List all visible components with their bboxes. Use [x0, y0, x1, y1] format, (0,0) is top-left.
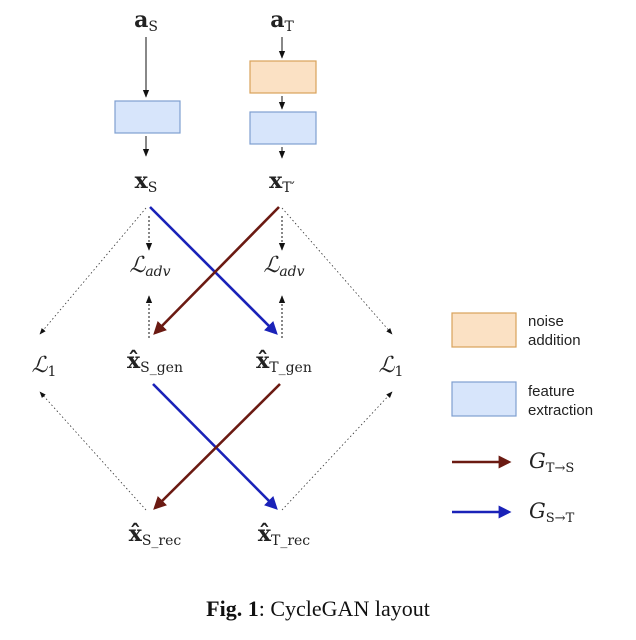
g-st-arrow-xsgen-to-xtrec — [152, 383, 278, 510]
legend: noise addition feature extraction GT→S G… — [451, 312, 593, 526]
node-l-adv-t: ℒadv — [263, 253, 304, 280]
node-xt-gen: x̂T_gen — [256, 348, 312, 376]
node-l-adv-s: ℒadv — [129, 253, 170, 280]
figure-caption: Fig. 1: CycleGAN layout — [0, 596, 636, 622]
node-l1-left: ℒ1 — [32, 353, 57, 380]
legend-feature-swatch — [451, 381, 517, 417]
node-xt-rec: x̂T_rec — [258, 521, 310, 549]
noise-addition-box — [249, 60, 317, 94]
g-ts-arrow-xt-to-xsgen — [153, 206, 280, 335]
legend-feature-label-2: extraction — [528, 402, 593, 419]
node-xs-rec: x̂S_rec — [129, 521, 182, 549]
node-l1-right: ℒ1 — [379, 353, 404, 380]
dotted-xtrec-to-l1-right — [281, 391, 393, 511]
dotted-xsrec-to-l1-left — [39, 391, 147, 511]
legend-g-ts-label: GT→S — [529, 449, 574, 476]
legend-feature-label-1: feature — [528, 383, 575, 400]
feature-extraction-box-t — [249, 111, 317, 145]
node-x-t: xT′ — [269, 168, 295, 196]
node-a-s: aS — [134, 7, 158, 35]
legend-noise-swatch — [451, 312, 517, 348]
caption-label: Fig. 1 — [206, 596, 259, 621]
legend-noise-label-2: addition — [528, 332, 581, 349]
node-xs-gen: x̂S_gen — [127, 348, 183, 376]
feature-extraction-box-s — [114, 100, 181, 134]
dotted-xs-to-l1-left — [39, 207, 147, 335]
caption-text: : CycleGAN layout — [258, 596, 430, 621]
node-x-s: xS — [135, 168, 158, 196]
g-ts-arrow-xtgen-to-xsrec — [153, 383, 281, 510]
node-a-t: aT — [270, 7, 294, 35]
legend-g-st-label: GS→T — [529, 499, 575, 526]
legend-noise-label-1: noise — [528, 313, 564, 330]
g-st-arrow-xs-to-xtgen — [149, 206, 278, 335]
